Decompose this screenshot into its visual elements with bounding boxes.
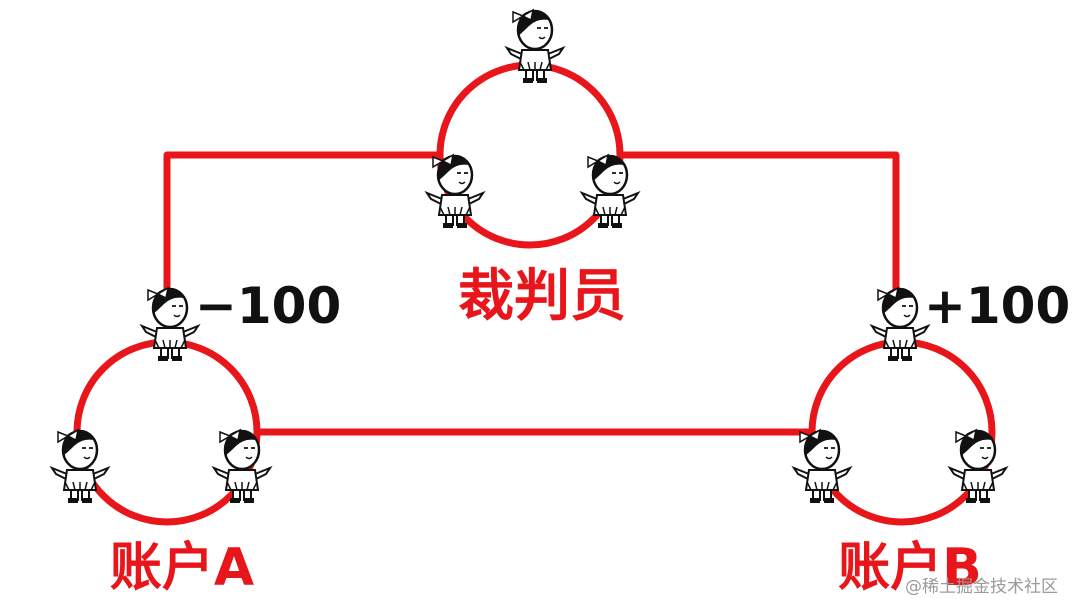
cartoon-character-icon	[948, 428, 1008, 505]
account-b-label: 账户B	[838, 538, 982, 598]
cartoon-character-icon	[212, 428, 272, 505]
cartoon-character-icon	[792, 428, 852, 505]
account-b-circle	[808, 338, 996, 526]
connector-right	[622, 151, 900, 300]
connector-left	[163, 151, 438, 300]
account-a-label: 账户A	[110, 538, 254, 598]
plus-amount-label: +100	[924, 277, 1070, 335]
cartoon-character-icon	[870, 286, 930, 363]
judge-circle	[436, 61, 624, 249]
cartoon-character-icon	[140, 286, 200, 363]
cartoon-character-icon	[425, 153, 485, 230]
account-a-circle	[73, 338, 261, 526]
watermark: @稀土掘金技术社区	[905, 577, 1058, 597]
minus-amount-label: −100	[195, 277, 341, 335]
judge-label: 裁判员	[458, 264, 626, 329]
